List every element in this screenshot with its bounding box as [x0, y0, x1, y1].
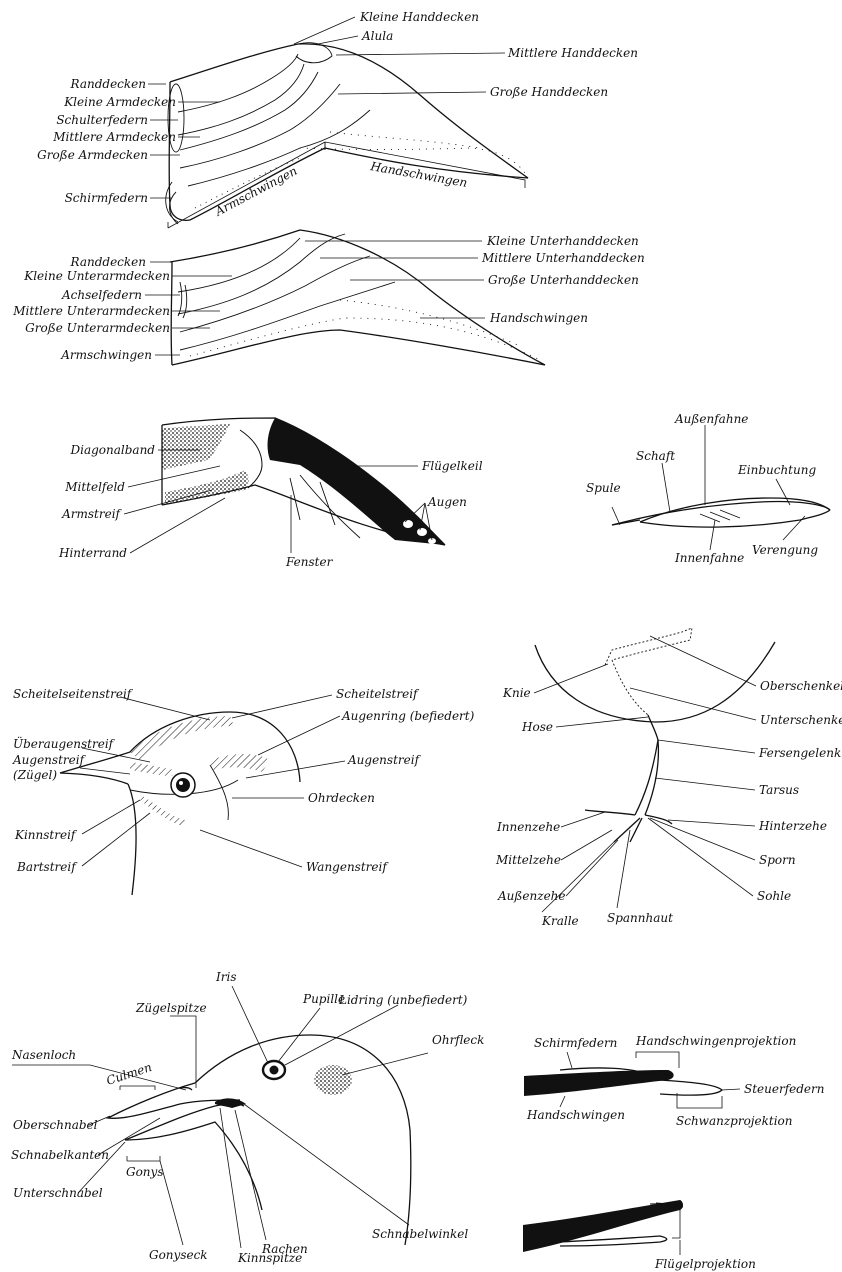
- leg-label-innenzehe: Innenzehe: [496, 820, 560, 834]
- projection-drawing-1: [524, 1052, 722, 1108]
- bill-label-gonyseck: Gonyseck: [149, 1248, 208, 1262]
- upper-label-armschwingen: Armschwingen: [212, 164, 300, 219]
- under-label-handschwingen: Handschwingen: [489, 311, 588, 325]
- under-label-randdecken: Randdecken: [70, 255, 146, 269]
- projection-label-handschwingenprojektion: Handschwingenprojektion: [635, 1034, 796, 1048]
- bill-label-culmen: Culmen: [105, 1060, 154, 1088]
- leg-label-tarsus: Tarsus: [759, 783, 799, 797]
- pattern-label-diagonalband: Diagonalband: [70, 443, 156, 457]
- bill-leaders: [12, 986, 428, 1248]
- head-label-ohrdecken: Ohrdecken: [308, 791, 375, 805]
- under-label-kleine-unterarmdecken: Kleine Unterarmdecken: [23, 269, 170, 283]
- pattern-label-fluegelkeil: Flügelkeil: [421, 459, 483, 473]
- pattern-label-armstreif: Armstreif: [61, 507, 122, 521]
- head-label-ueberaugenstreif: Überaugenstreif: [13, 735, 116, 751]
- pattern-label-fenster: Fenster: [285, 555, 334, 569]
- projection-label-schwanzprojektion: Schwanzprojektion: [676, 1114, 793, 1128]
- projection-label-steuerfedern: Steuerfedern: [744, 1082, 825, 1096]
- leg-label-sohle: Sohle: [757, 889, 791, 903]
- upper-wing-diagram: Kleine Handdecken Alula Mittlere Handdec…: [37, 10, 638, 228]
- upper-label-kleine-armdecken: Kleine Armdecken: [63, 95, 176, 109]
- upper-label-mittlere-handdecken: Mittlere Handdecken: [507, 46, 638, 60]
- under-label-kleine-unterhanddecken: Kleine Unterhanddecken: [486, 234, 639, 248]
- leg-label-aussenzehe: Außenzehe: [497, 889, 566, 903]
- projection-drawing-2: [523, 1200, 683, 1252]
- upper-label-handschwingen: Handschwingen: [368, 159, 468, 190]
- leg-drawing: [535, 628, 775, 842]
- bill-label-schnabelwinkel: Schnabelwinkel: [372, 1227, 468, 1241]
- bill-label-schnabelkanten: Schnabelkanten: [11, 1148, 109, 1162]
- leg-label-fersengelenk: Fersengelenk: [758, 746, 841, 760]
- head-label-augenstreif-zuegel-2: (Zügel): [13, 768, 57, 782]
- head-label-wangenstreif: Wangenstreif: [306, 860, 389, 874]
- leg-label-spannhaut: Spannhaut: [607, 911, 673, 925]
- upper-label-schulterfedern: Schulterfedern: [56, 113, 148, 127]
- under-label-achselfedern: Achselfedern: [61, 288, 142, 302]
- head-label-augenstreif: Augenstreif: [347, 753, 422, 767]
- bill-label-oberschnabel: Oberschnabel: [13, 1118, 98, 1132]
- feather-label-verengung: Verengung: [752, 543, 818, 557]
- leg-label-mittelzehe: Mittelzehe: [495, 853, 561, 867]
- upper-label-mittlere-armdecken: Mittlere Armdecken: [52, 130, 176, 144]
- leg-label-kralle: Kralle: [541, 914, 579, 928]
- projection-label-handschwingen: Handschwingen: [526, 1108, 625, 1122]
- under-wing-diagram: Randdecken Kleine Unterarmdecken Achself…: [12, 230, 645, 365]
- under-label-mittlere-unterarmdecken: Mittlere Unterarmdecken: [12, 304, 170, 318]
- head-label-scheitelstreif: Scheitelstreif: [336, 687, 420, 701]
- bill-label-unterschnabel: Unterschnabel: [13, 1186, 103, 1200]
- upper-label-alula: Alula: [361, 29, 393, 43]
- upper-label-randdecken: Randdecken: [70, 77, 146, 91]
- head-label-kinnstreif: Kinnstreif: [14, 828, 78, 842]
- leg-label-hose: Hose: [521, 720, 553, 734]
- under-label-mittlere-unterhanddecken: Mittlere Unterhanddecken: [481, 251, 645, 265]
- under-label-grosse-unterhanddecken: Große Unterhanddecken: [488, 273, 639, 287]
- leg-label-knie: Knie: [502, 686, 531, 700]
- feather-diagram: Außenfahne Schaft Einbuchtung Spule Inne…: [586, 412, 830, 565]
- head-label-augenring: Augenring (befiedert): [341, 709, 475, 723]
- leg-label-sporn: Sporn: [759, 853, 796, 867]
- leg-leaders: [534, 636, 756, 912]
- upper-label-schirmfedern: Schirmfedern: [65, 191, 148, 205]
- bill-label-iris: Iris: [215, 970, 236, 984]
- under-label-grosse-unterarmdecken: Große Unterarmdecken: [25, 321, 170, 335]
- pattern-label-augen: Augen: [427, 495, 467, 509]
- feather-label-schaft: Schaft: [636, 449, 675, 463]
- head-label-bartstreif: Bartstreif: [16, 860, 78, 874]
- head-diagram: Scheitelseitenstreif Scheitelstreif Auge…: [12, 687, 475, 895]
- leg-diagram: Knie Oberschenkel Hose Unterschenkel Fer…: [495, 628, 842, 928]
- bill-label-zuegelspitze: Zügelspitze: [135, 1001, 207, 1015]
- projection-diagram: Schirmfedern Handschwingenprojektion Ste…: [523, 1034, 825, 1271]
- feather-label-einbuchtung: Einbuchtung: [737, 463, 816, 477]
- upper-label-kleine-handdecken: Kleine Handdecken: [359, 10, 479, 24]
- bill-label-ohrfleck: Ohrfleck: [432, 1033, 484, 1047]
- leg-label-hinterzehe: Hinterzehe: [758, 819, 827, 833]
- pattern-wing-drawing: [162, 418, 445, 545]
- leg-label-unterschenkel: Unterschenkel: [760, 713, 842, 727]
- pattern-label-mittelfeld: Mittelfeld: [64, 480, 125, 494]
- projection-label-schirmfedern: Schirmfedern: [534, 1036, 617, 1050]
- feather-label-innenfahne: Innenfahne: [674, 551, 744, 565]
- feather-label-spule: Spule: [586, 481, 621, 495]
- leg-label-oberschenkel: Oberschenkel: [760, 679, 842, 693]
- bill-label-lidring: Lidring (unbefiedert): [338, 993, 468, 1007]
- bill-diagram: Iris Pupille Zügelspitze Lidring (unbefi…: [11, 970, 484, 1265]
- feather-leaders: [612, 425, 805, 550]
- under-label-armschwingen: Armschwingen: [60, 348, 152, 362]
- feather-drawing: [612, 498, 830, 527]
- pattern-label-hinterrand: Hinterrand: [58, 546, 127, 560]
- projection-label-fluegelprojektion: Flügelprojektion: [654, 1257, 756, 1271]
- upper-wing-drawing: [166, 43, 528, 228]
- bill-label-kinnspitze: Kinnspitze: [237, 1251, 302, 1265]
- bill-label-gonys: Gonys: [126, 1165, 163, 1179]
- under-wing-leaders: [145, 241, 485, 355]
- upper-label-grosse-armdecken: Große Armdecken: [37, 148, 148, 162]
- feather-label-aussenfahne: Außenfahne: [674, 412, 748, 426]
- head-label-scheitelseitenstreif: Scheitelseitenstreif: [13, 687, 134, 701]
- upper-label-grosse-handdecken: Große Handdecken: [490, 85, 608, 99]
- head-label-augenstreif-zuegel-1: Augenstreif: [12, 753, 87, 767]
- bill-label-nasenloch: Nasenloch: [11, 1048, 76, 1062]
- pattern-wing-diagram: Diagonalband Mittelfeld Armstreif Hinter…: [58, 418, 483, 569]
